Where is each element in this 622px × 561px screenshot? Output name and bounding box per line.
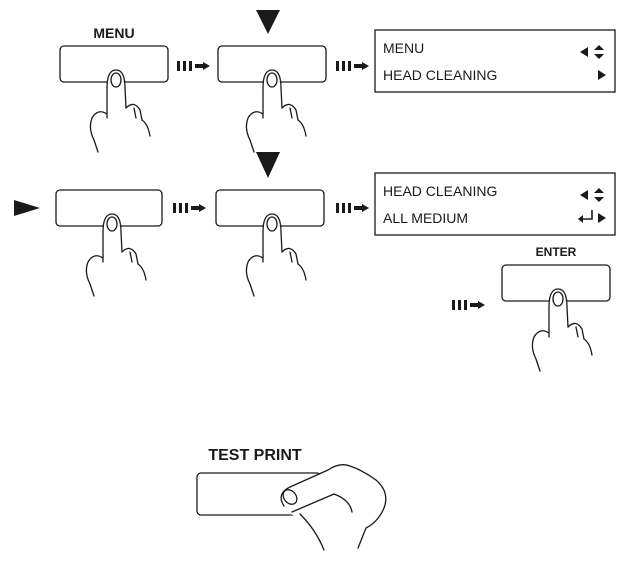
right-arrow-icon — [598, 213, 606, 223]
enter-arrow-icon — [578, 210, 593, 223]
dashed-arrow-icon — [452, 300, 485, 310]
test-print-key-label: TEST PRINT — [208, 447, 302, 464]
lcd-line-2: HEAD CLEANING — [383, 67, 497, 83]
menu-key[interactable] — [59, 45, 169, 153]
enter-key[interactable] — [501, 264, 611, 372]
lcd-line-1: MENU — [383, 40, 424, 56]
right-arrow-icon — [598, 70, 606, 80]
down-arrow-icon — [256, 152, 280, 178]
down-key[interactable] — [215, 189, 325, 297]
dashed-arrow-icon — [173, 203, 206, 213]
down-arrow-icon — [256, 10, 280, 34]
test-print-key[interactable] — [196, 464, 390, 551]
up-down-arrow-icon — [594, 45, 604, 59]
lcd-screen-head-cleaning: HEAD CLEANING ALL MEDIUM — [374, 172, 616, 236]
lcd-line-1: HEAD CLEANING — [383, 183, 497, 199]
dashed-arrow-icon — [336, 203, 369, 213]
dashed-arrow-icon — [177, 61, 210, 71]
right-key[interactable] — [55, 189, 163, 297]
menu-key-label: MENU — [93, 25, 134, 41]
dashed-arrow-icon — [336, 61, 369, 71]
lcd-line-2: ALL MEDIUM — [383, 210, 468, 226]
left-arrow-icon — [580, 190, 588, 200]
right-arrow-icon — [14, 200, 40, 216]
up-down-arrow-icon — [594, 188, 604, 202]
pointing-hand-icon — [280, 464, 390, 551]
down-key[interactable] — [217, 45, 327, 153]
left-arrow-icon — [580, 47, 588, 57]
enter-key-label: ENTER — [536, 245, 577, 259]
lcd-screen-menu: MENU HEAD CLEANING — [374, 29, 616, 93]
